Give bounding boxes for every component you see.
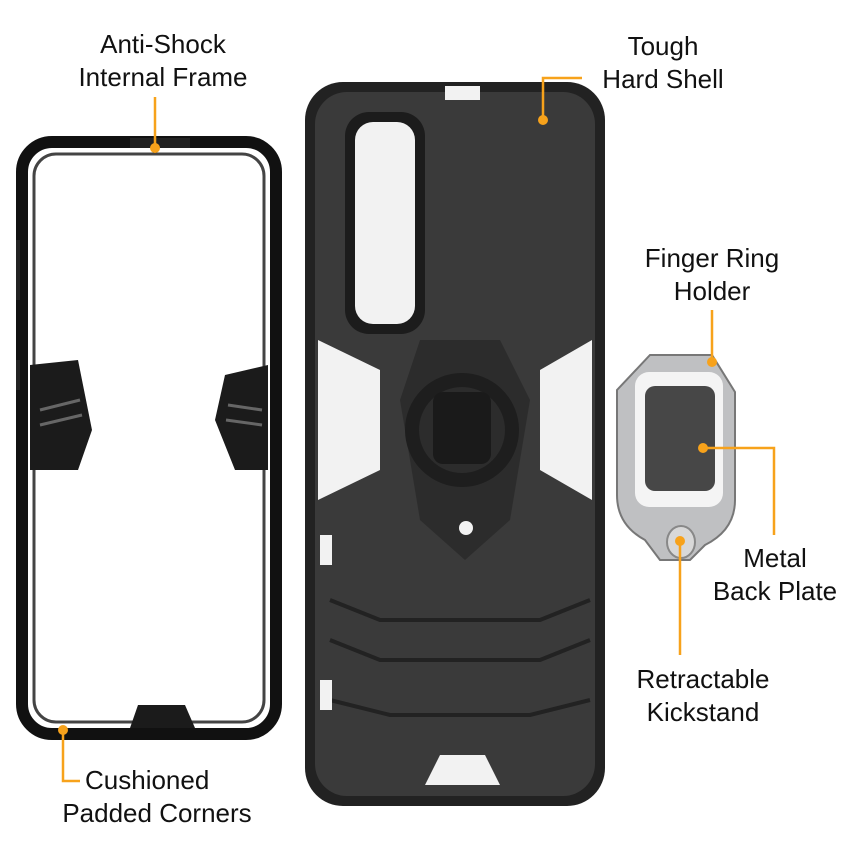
hard-shell-image (305, 82, 605, 806)
callout-shell: Tough Hard Shell (602, 31, 724, 94)
callout-dots (58, 115, 717, 735)
leader-lines (61, 76, 776, 783)
callout-frame: Anti-Shock Internal Frame (78, 29, 248, 92)
finger-ring-holder-image (616, 354, 736, 561)
callout-plate: Metal Back Plate (712, 543, 838, 606)
internal-frame-image (16, 136, 282, 740)
callout-corners: Cushioned Padded Corners (62, 765, 252, 828)
callout-kickstand: Retractable Kickstand (636, 664, 770, 727)
callout-ring: Finger Ring Holder (644, 243, 780, 306)
